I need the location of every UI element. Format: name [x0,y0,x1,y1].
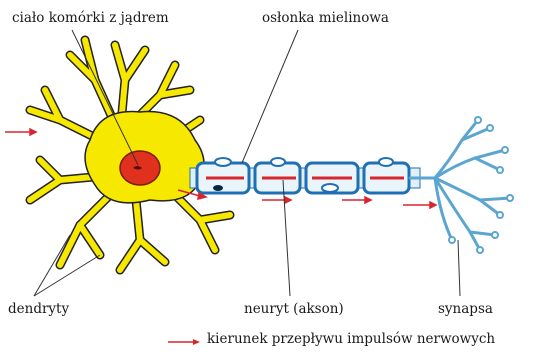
neurite-label: neuryt (akson) [244,301,344,317]
cell-body-label: ciało komórki z jądrem [12,10,169,26]
legend-arrow-icon [167,336,201,348]
axon-terminals [410,120,510,250]
dendrites-label: dendryty [8,301,69,317]
myelin-sheath-label: osłonka mielinowa [262,10,389,26]
legend-text: kierunek przepływu impulsów nerwowych [207,331,495,347]
synapse-label: synapsa [438,301,493,317]
